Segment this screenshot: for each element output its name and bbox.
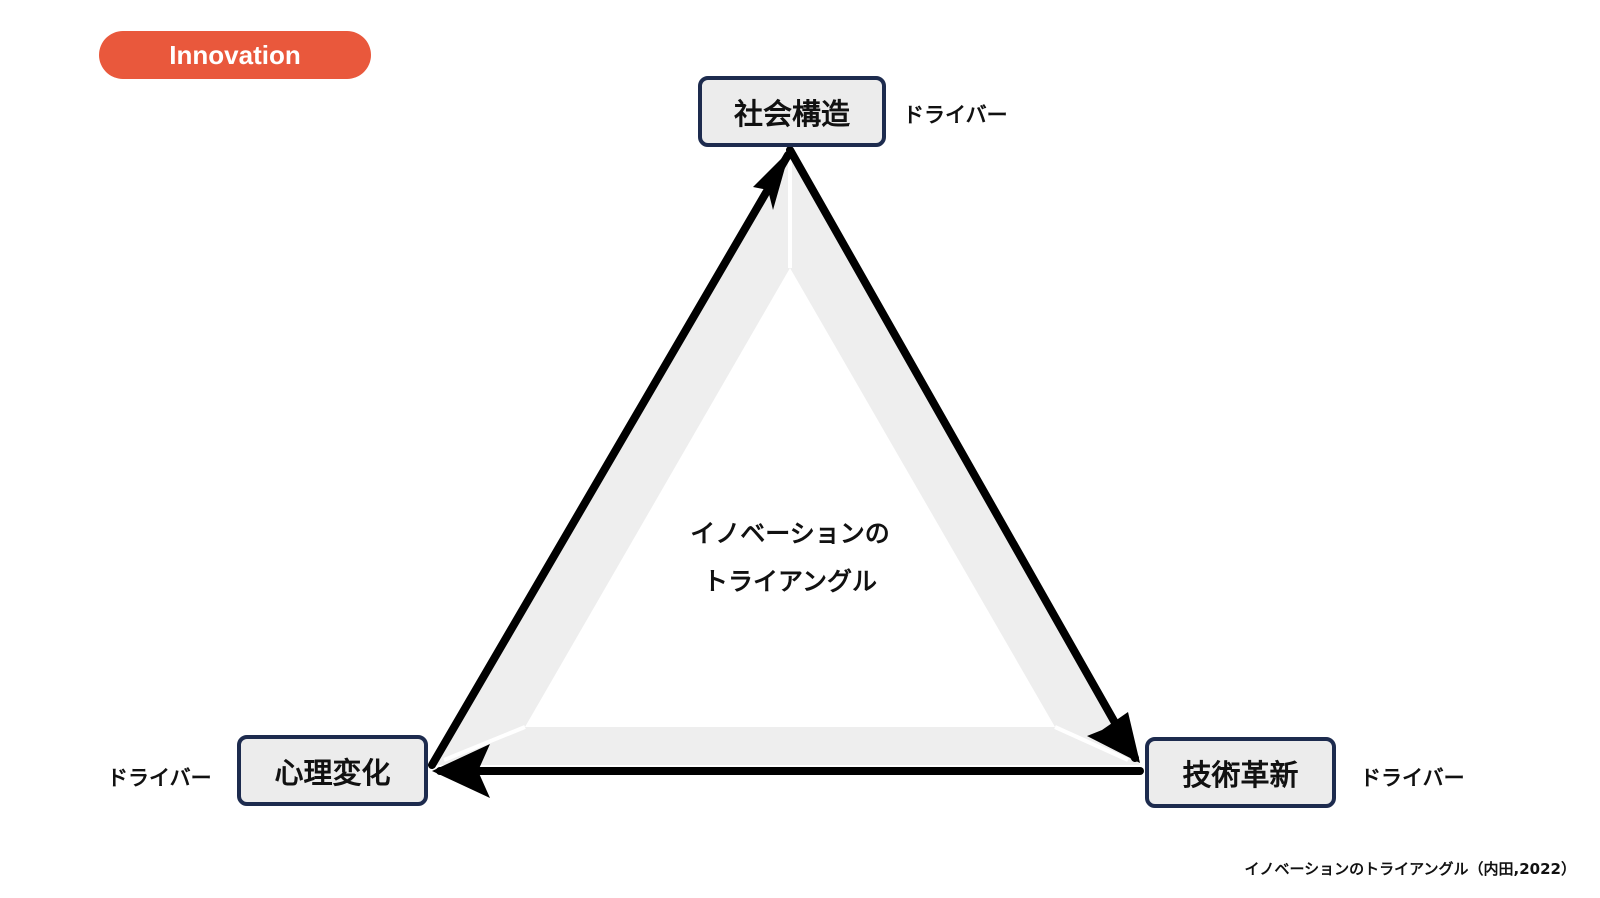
center-title-line1: イノベーションの	[690, 519, 890, 548]
driver-label-left: ドライバー	[107, 766, 212, 790]
center-title-line2: トライアングル	[702, 567, 877, 596]
node-psychological-change: 心理変化	[237, 735, 428, 806]
bevel-line-right	[1054, 725, 1129, 762]
arrowhead-right	[1087, 712, 1140, 763]
center-title: イノベーションの トライアングル	[630, 510, 950, 606]
node-social-structure: 社会構造	[698, 76, 886, 147]
innovation-badge: Innovation	[99, 31, 371, 79]
arrow-top-to-right	[786, 146, 1139, 762]
driver-label-top: ドライバー	[903, 103, 1008, 127]
triangle-band	[432, 150, 1140, 765]
arrowhead-top	[753, 150, 790, 210]
bevel-line-left	[443, 725, 526, 762]
node-tech-innovation: 技術革新	[1145, 737, 1336, 808]
arrowhead-left	[432, 744, 490, 798]
figure-caption: イノベーションのトライアングル（内田,2022）	[1244, 860, 1576, 878]
arrow-left-to-top	[428, 151, 792, 769]
driver-label-right: ドライバー	[1360, 766, 1465, 790]
